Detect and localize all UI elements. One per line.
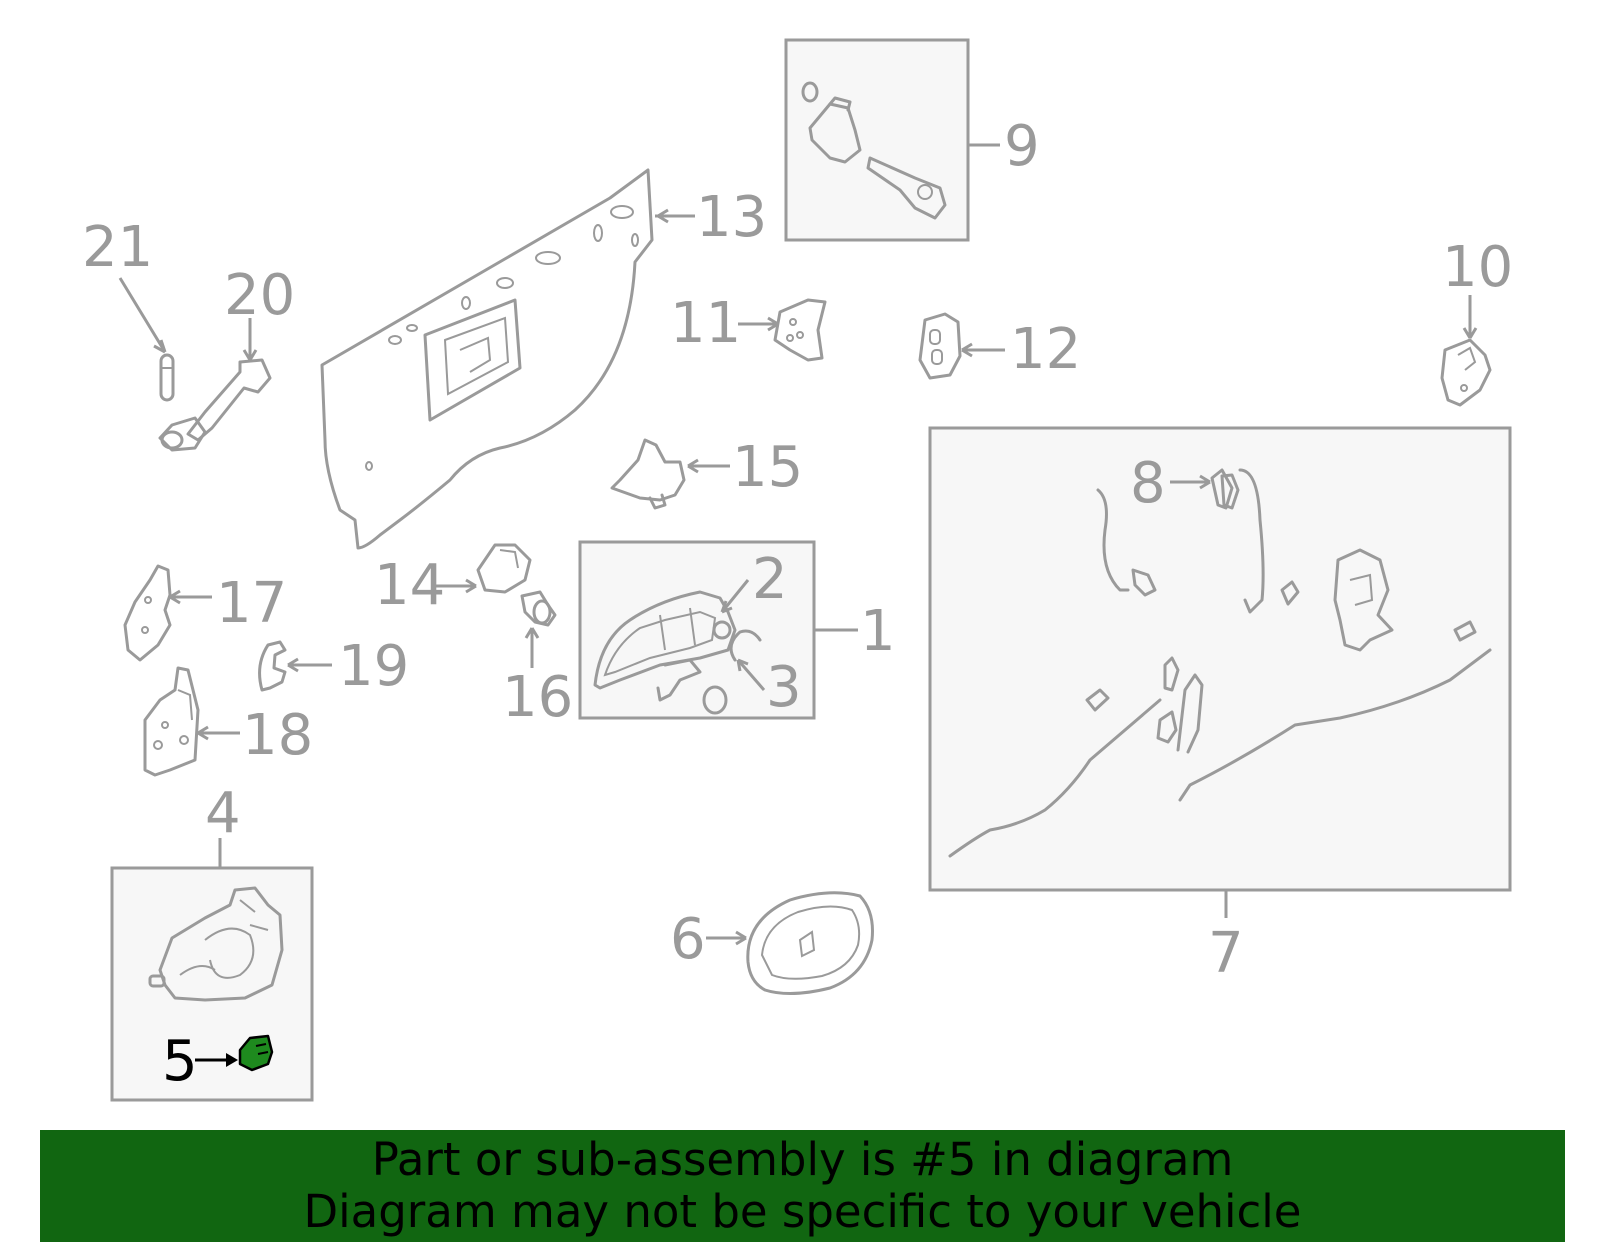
part-7-lock-rods[interactable] [948,468,1492,858]
callout-label-15: 15 [732,435,803,500]
callout-label-19: 19 [338,634,409,699]
callout-label-10: 10 [1442,235,1513,300]
callout-label-17: 17 [216,571,287,636]
part-5-highlighted[interactable] [238,1034,274,1072]
callout-label-2: 2 [752,547,788,612]
callout-label-4: 4 [205,781,241,846]
callout-label-8: 8 [1130,451,1166,516]
part-18-hinge[interactable] [143,666,200,777]
part-21-pin[interactable] [159,353,175,402]
callout-label-11: 11 [670,291,741,356]
part-11-bracket[interactable] [773,298,827,362]
callout-label-9: 9 [1004,114,1040,179]
assembly-box-9 [784,38,970,242]
callout-label-21: 21 [82,215,153,280]
callout-label-12: 12 [1010,317,1081,382]
part-17-hinge[interactable] [123,564,172,662]
part-19-clip[interactable] [258,640,287,692]
assembly-box-4 [110,866,314,1102]
callout-label-6: 6 [670,907,706,972]
part-12-clip[interactable] [918,312,962,380]
part-16-plug[interactable] [520,590,557,627]
callout-label-1: 1 [860,599,896,664]
part-14-grommet[interactable] [476,543,532,594]
assembly-box-7 [928,426,1512,892]
callout-label-18: 18 [242,703,313,768]
callout-label-16: 16 [502,665,573,730]
callout-label-13: 13 [696,185,767,250]
part-10-striker[interactable] [1440,338,1492,407]
part-1-outside-handle[interactable] [593,590,737,702]
part-15-bracket[interactable] [610,438,686,510]
part-8-clip[interactable] [1210,468,1234,510]
part-20-check-strap[interactable] [158,358,272,452]
banner-line-2: Diagram may not be specific to your vehi… [303,1185,1302,1238]
callout-label-20: 20 [224,263,295,328]
callout-label-7: 7 [1208,921,1244,986]
callout-label-3: 3 [766,655,802,720]
callout-label-5: 5 [162,1029,198,1094]
part-9-lock-cylinder-key[interactable] [801,81,947,220]
info-banner: Part or sub-assembly is #5 in diagram Di… [40,1130,1565,1242]
part-3-clip[interactable] [702,629,762,715]
part-6-handle-bezel[interactable] [746,891,874,996]
part-2-handle-pad[interactable] [712,620,732,640]
banner-line-1: Part or sub-assembly is #5 in diagram [371,1133,1234,1186]
part-4-lock-actuator[interactable] [148,886,284,1002]
part-13-door-panel[interactable] [320,168,654,550]
callout-label-14: 14 [374,553,445,618]
